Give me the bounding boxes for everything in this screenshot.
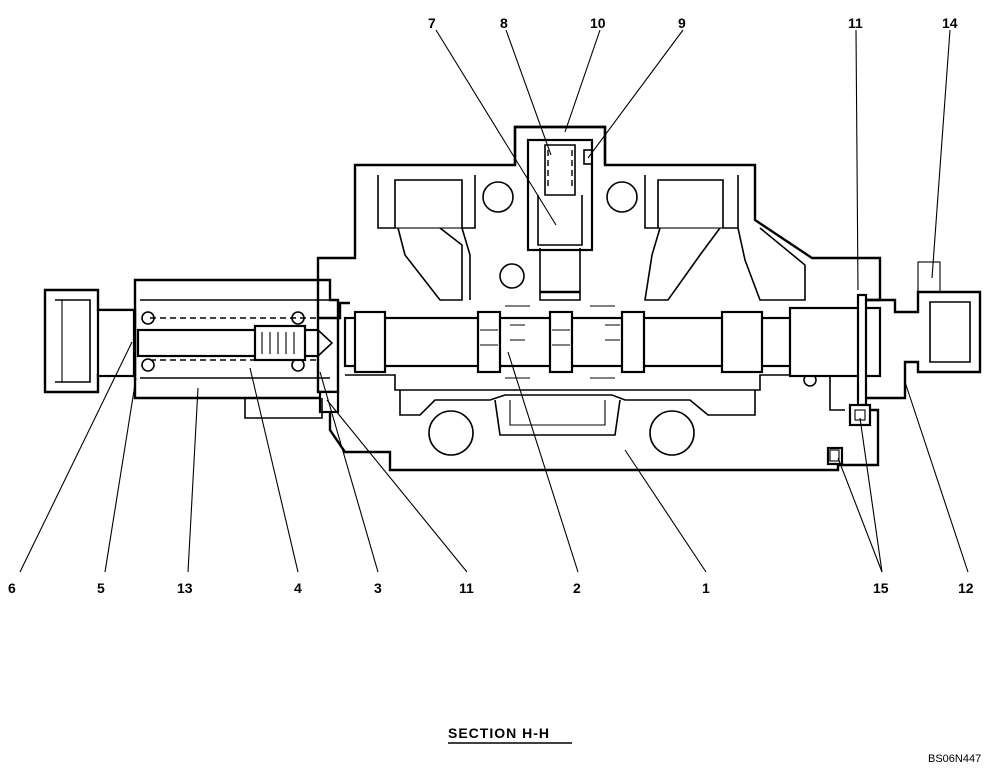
leader-lines: [19, 29, 969, 573]
callout-11-top: 11: [848, 15, 863, 31]
callout-2: 2: [573, 580, 581, 596]
callout-6: 6: [8, 580, 16, 596]
callout-14: 14: [942, 15, 958, 31]
callout-1: 1: [702, 580, 710, 596]
section-title: SECTION H-H: [448, 725, 550, 741]
callout-10: 10: [590, 15, 606, 31]
valve-body: [316, 125, 882, 472]
spring-cap: [43, 278, 340, 419]
callout-5: 5: [97, 580, 105, 596]
callout-12: 12: [958, 580, 974, 596]
drawing-code: BS06N447: [928, 753, 981, 765]
callout-13: 13: [177, 580, 193, 596]
callout-15: 15: [873, 580, 889, 596]
check-poppet: [526, 138, 594, 301]
callout-8: 8: [500, 15, 508, 31]
callout-9: 9: [678, 15, 686, 31]
callout-3: 3: [374, 580, 382, 596]
callout-labels: 6 5 13 4 3 11 2 1 15 12 7 8 10 9 11 14: [8, 15, 974, 596]
callout-4: 4: [294, 580, 302, 596]
callout-7: 7: [428, 15, 436, 31]
spool: [318, 301, 882, 379]
callout-11-bottom: 11: [459, 580, 474, 596]
